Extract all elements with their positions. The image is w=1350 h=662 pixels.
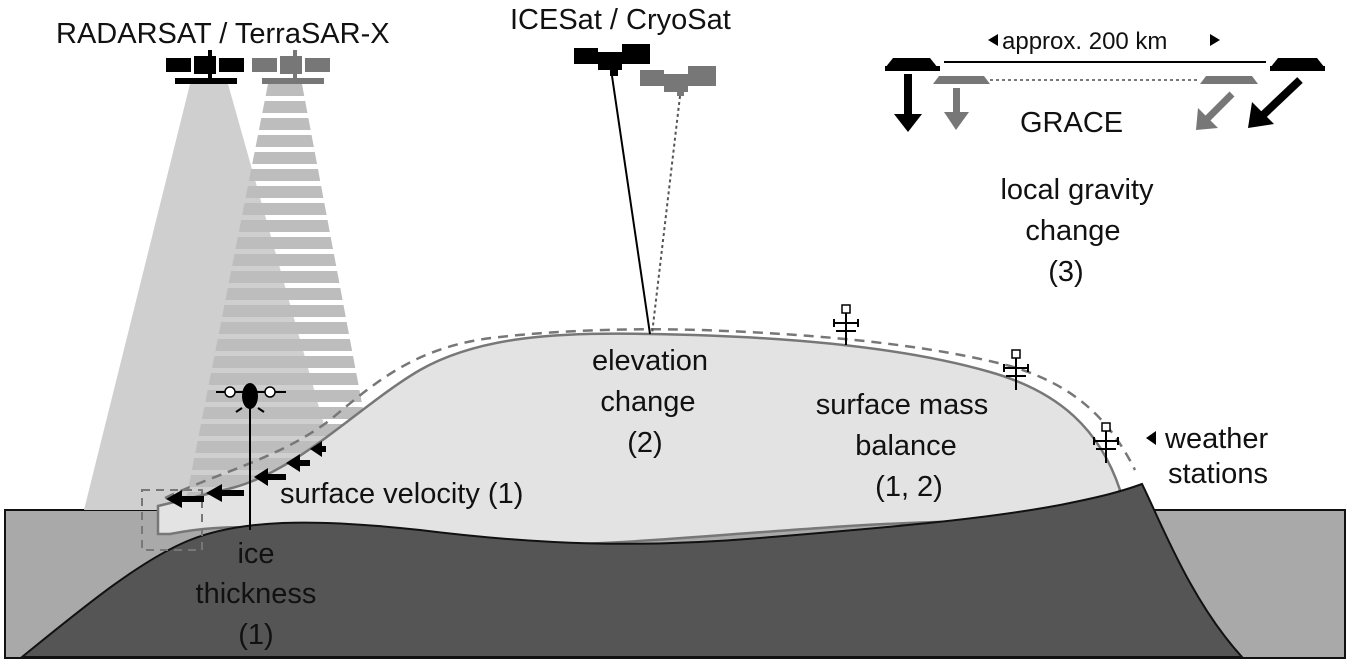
radar-satellites-label: RADARSAT / TerraSAR-X: [56, 18, 390, 50]
arrow-icon: [988, 34, 998, 46]
radar-satellite-icon: [252, 50, 330, 84]
arrow-icon: [894, 74, 922, 132]
arrow-icon: [944, 88, 969, 130]
weather-label-line1: weather: [1164, 423, 1269, 455]
smb-label-line3: (1, 2): [875, 471, 943, 503]
arrow-icon: [254, 468, 286, 486]
weather-station-icon: [1003, 349, 1029, 390]
grace-label: GRACE: [1020, 107, 1123, 139]
arrow-icon: [1146, 431, 1156, 445]
radar-swath-stripe: [184, 339, 382, 351]
radar-swath-stripe: [184, 322, 382, 334]
gravity-label-line1: local gravity: [1000, 174, 1154, 206]
radar-swath-stripe: [184, 407, 382, 419]
arrow-icon: [1210, 34, 1220, 46]
altimetry-satellite-icon: [640, 66, 716, 96]
bedrock: [19, 482, 1245, 658]
arrow-icon: [1248, 77, 1303, 128]
elevation-label-line3: (2): [627, 427, 662, 459]
radar-swath-stripe: [184, 373, 382, 385]
terminus-box: [141, 489, 203, 551]
elevation-label-line2: change: [600, 386, 695, 418]
thickness-label-line3: (1): [238, 619, 273, 651]
aircraft-icon: [216, 383, 286, 413]
grace-distance-label: approx. 200 km: [1002, 28, 1167, 55]
altimeter-beam-dotted: [651, 95, 681, 335]
radar-swath-stripe: [184, 288, 382, 300]
grace-satellite-icon: [885, 58, 940, 71]
radar-swath-stripe: [184, 305, 382, 317]
radar-swath-stripe: [184, 356, 382, 368]
smb-label-line2: balance: [855, 430, 957, 462]
arrow-icon: [1196, 91, 1235, 130]
arrow-icon: [206, 484, 244, 502]
altimeter-beam-solid: [611, 75, 651, 335]
altimetry-satellites-label: ICESat / CryoSat: [510, 4, 731, 36]
grace-satellite-icon: [933, 76, 990, 84]
velocity-label: surface velocity (1): [280, 478, 523, 510]
grace-satellite-icon: [1200, 76, 1258, 84]
altimetry-satellite-icon: [574, 44, 650, 76]
thickness-label-line2: thickness: [196, 578, 317, 610]
radar-swath-stripe: [184, 271, 382, 283]
arrow-icon: [310, 441, 326, 457]
thickness-label-line1: ice: [237, 538, 274, 570]
grace-satellite-icon: [1270, 58, 1325, 71]
smb-label-line1: surface mass: [816, 389, 988, 421]
radar-swath-primary: [84, 84, 348, 510]
arrow-icon: [166, 490, 204, 508]
weather-station-icon: [833, 304, 859, 345]
radar-satellite-icon: [166, 50, 244, 84]
weather-station-icon: [1093, 422, 1119, 463]
arrow-icon: [286, 454, 310, 472]
gravity-label-line3: (3): [1048, 256, 1083, 288]
weather-label-line2: stations: [1168, 458, 1268, 490]
gravity-label-line2: change: [1025, 215, 1120, 247]
elevation-label-line1: elevation: [592, 345, 708, 377]
previous-surface-line: [164, 328, 1137, 500]
